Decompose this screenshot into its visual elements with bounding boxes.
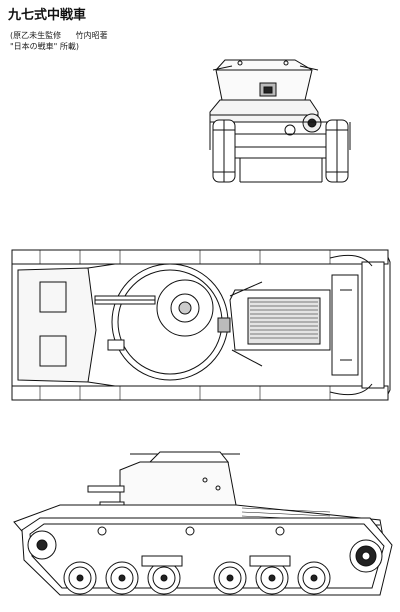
front-view	[210, 60, 350, 182]
credit-line-2: "日本の戦車" 所載)	[10, 41, 91, 52]
credit-author: 竹内昭著	[75, 31, 108, 40]
drawing-title: 九七式中戦車	[8, 8, 87, 23]
credit-supervisor: (原乙未生監修	[10, 31, 62, 40]
top-view	[12, 250, 390, 400]
side-view	[14, 452, 392, 595]
credit-line-1: (原乙未生監修 竹内昭著	[10, 30, 120, 41]
credit-source: "日本の戦車" 所載)	[10, 42, 80, 51]
